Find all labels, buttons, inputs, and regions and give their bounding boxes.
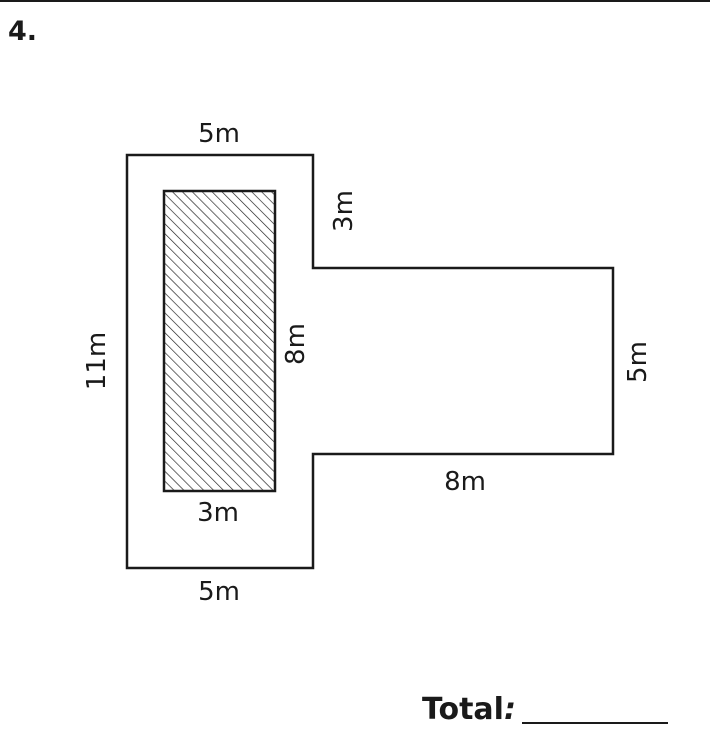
label-outer-top: 5m [198, 119, 240, 149]
label-arm-right: 5m [623, 341, 653, 383]
label-arm-bottom: 8m [444, 467, 486, 497]
label-inner-right: 8m [281, 323, 311, 365]
outer-shape [125, 153, 615, 570]
question-number: 4. [8, 16, 38, 47]
top-rule [0, 0, 710, 2]
label-outer-bottom: 5m [198, 577, 240, 607]
label-outer-left: 11m [82, 332, 112, 390]
answer-line[interactable] [522, 722, 668, 724]
shaded-rectangle [162, 189, 277, 493]
total-colon: : [503, 692, 516, 727]
label-inner-bottom: 3m [197, 498, 239, 528]
label-outer-right-upper: 3m [329, 190, 359, 232]
total-label: Total: [422, 692, 516, 727]
total-label-text: Total [422, 692, 504, 727]
